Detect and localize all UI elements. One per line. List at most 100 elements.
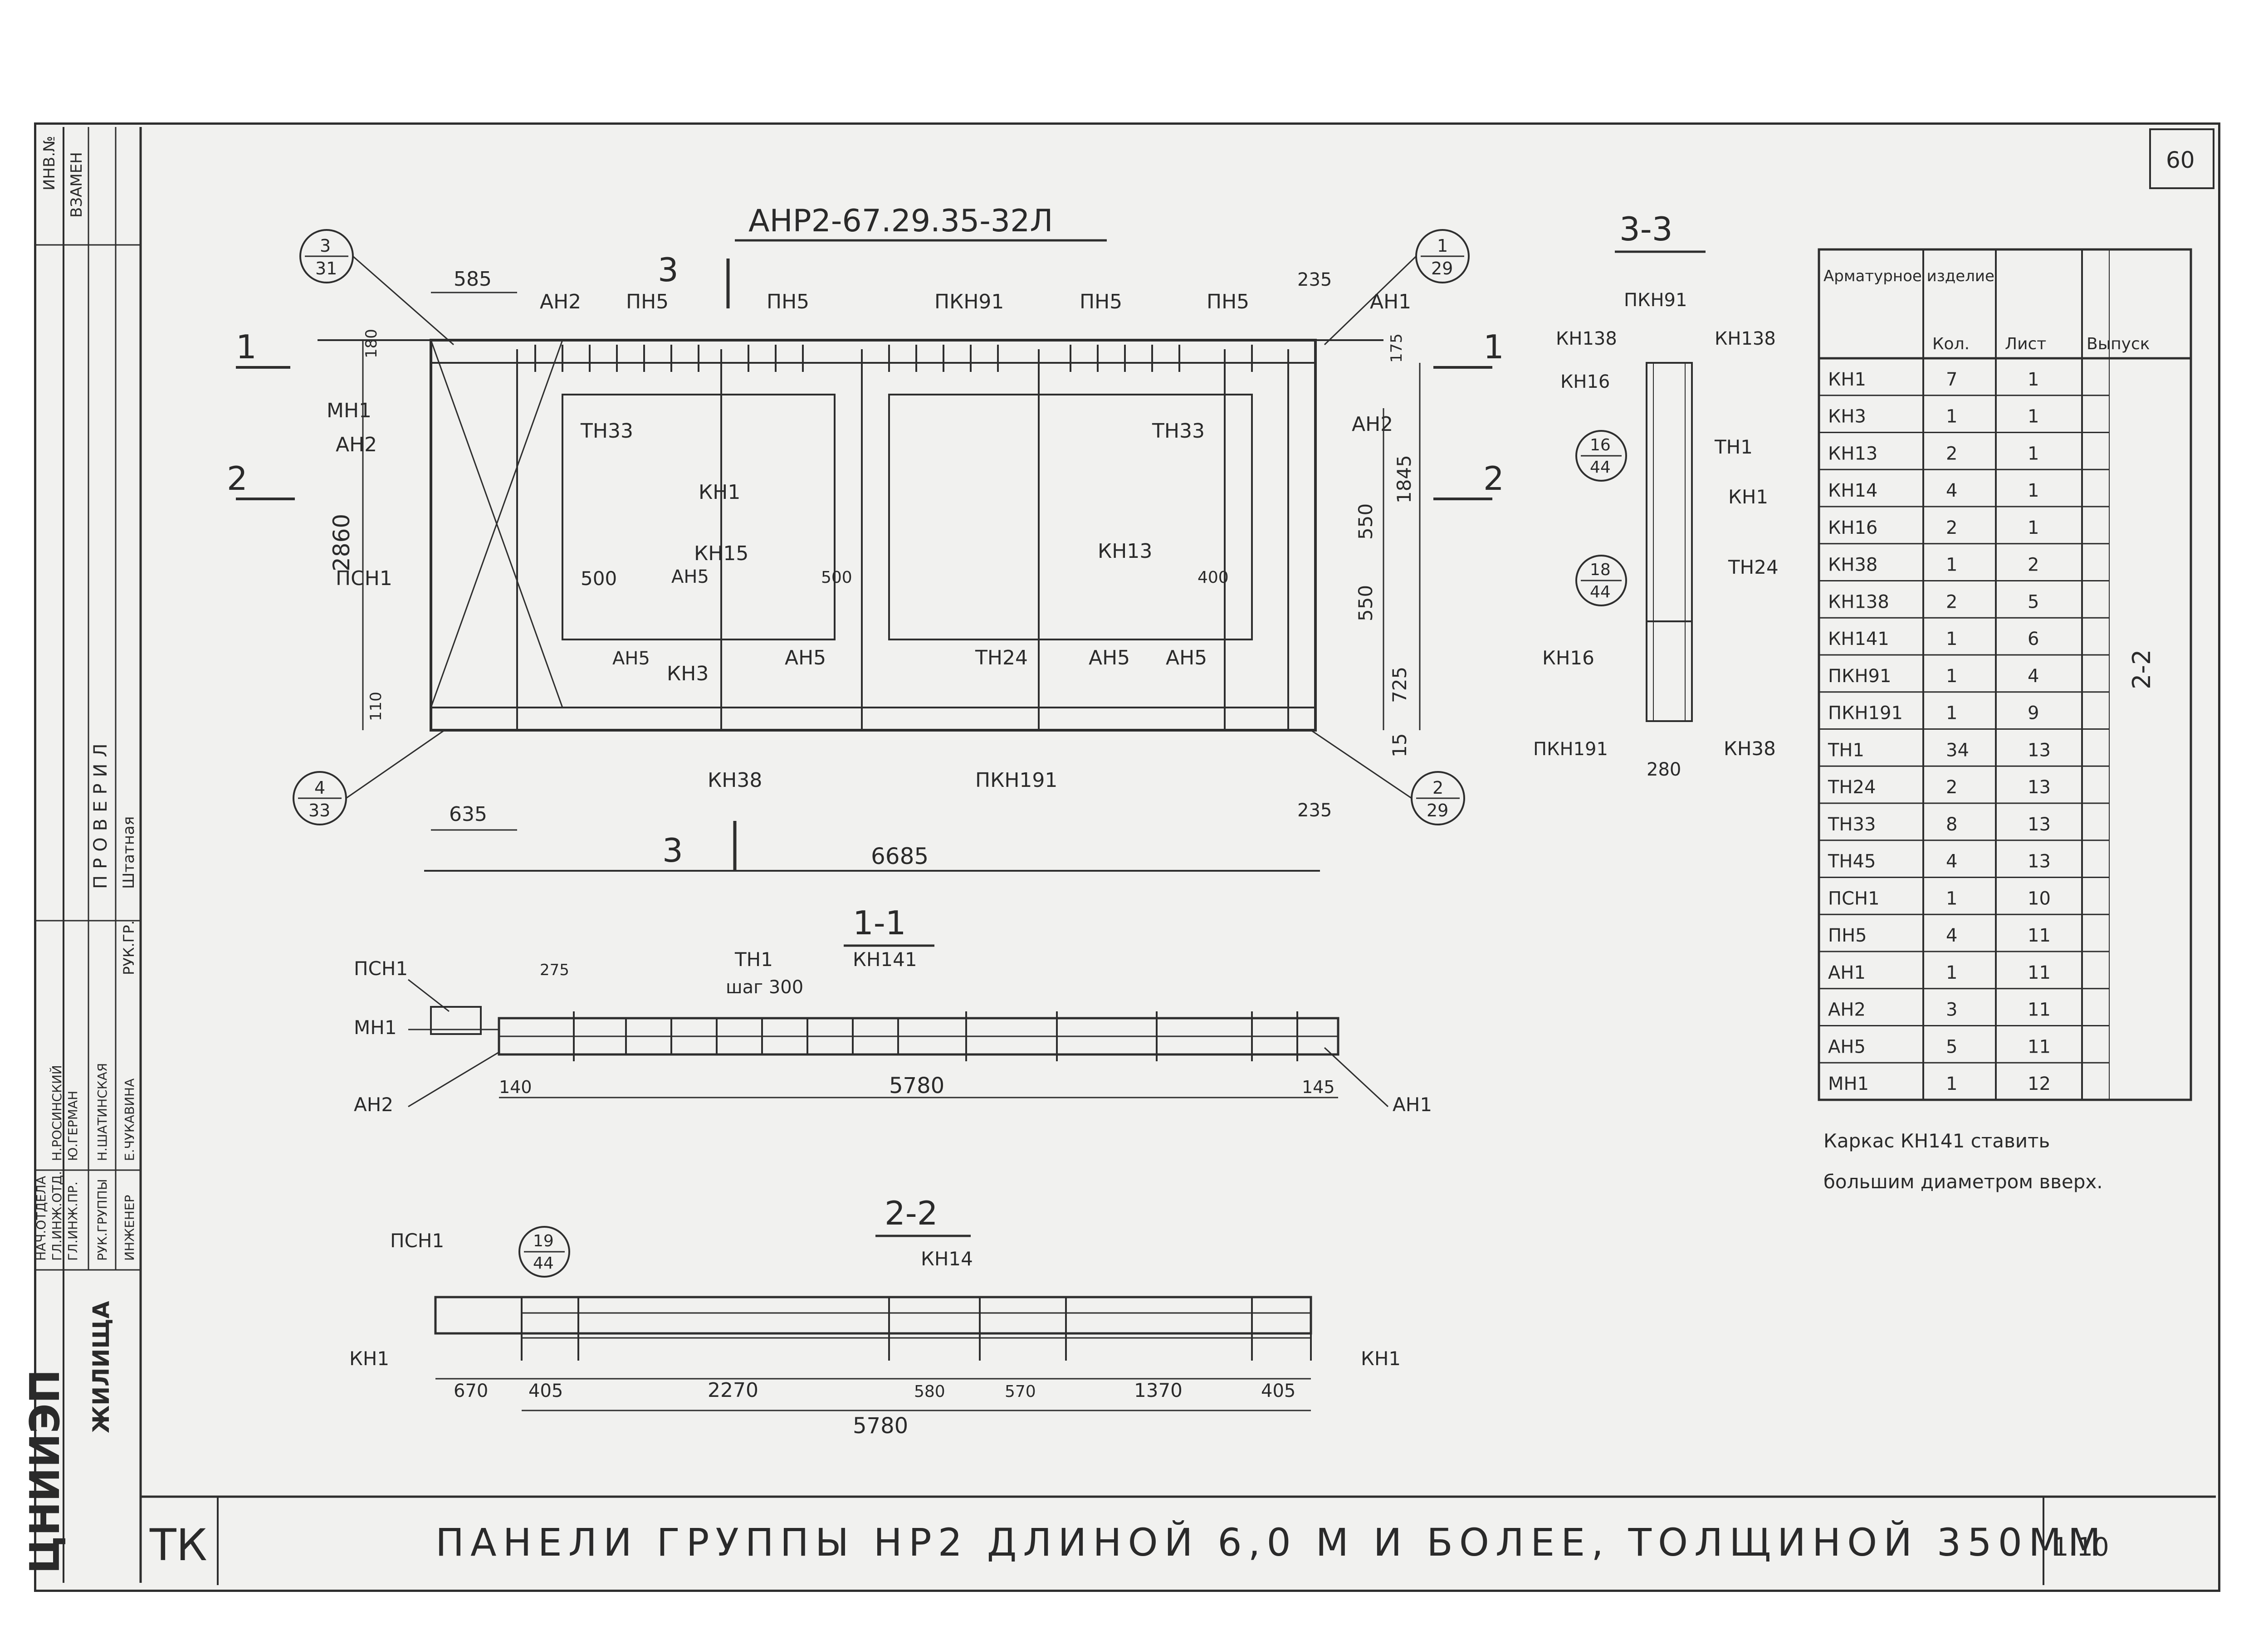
stamp-ruk-label: РУК.ГР. — [120, 920, 137, 975]
section-22-title: 2-2 — [885, 1194, 938, 1232]
stamp-role-2: ГЛ.ИНЖ.ОТД. — [49, 1171, 64, 1261]
drawing-sheet — [34, 122, 2220, 1592]
table-cell-qty: 34 — [1946, 740, 1969, 761]
table-cell-item: КН14 — [1828, 480, 1877, 501]
dim-235-top: 235 — [1297, 269, 1332, 290]
table-cell-item: ПСН1 — [1828, 888, 1880, 909]
table-cell-qty: 2 — [1946, 443, 1957, 464]
callout-3-31: 3 31 — [299, 229, 354, 283]
label-psn1: ПСН1 — [336, 567, 392, 590]
note-line-2: большим диаметром вверх. — [1823, 1171, 2103, 1193]
dim-550-bottom: 550 — [1354, 585, 1377, 621]
label-an1: АН1 — [1370, 290, 1411, 313]
callout-top: 3 — [320, 236, 331, 256]
label-kn38: КН38 — [708, 769, 762, 792]
dim-635: 635 — [449, 803, 487, 826]
table-cell-sheet: 11 — [2028, 1000, 2051, 1020]
table-cell-item: КН3 — [1828, 406, 1866, 427]
s22-dim-3: 2270 — [708, 1379, 758, 1402]
table-cell-sheet: 4 — [2028, 666, 2039, 687]
s22-psn1: ПСН1 — [390, 1230, 444, 1252]
table-cell-item: ТН24 — [1828, 777, 1876, 798]
label-pn5-4: ПН5 — [1207, 290, 1249, 313]
label-tn24: ТН24 — [975, 646, 1028, 669]
org-subtitle: ЖИЛИЩА — [88, 1301, 114, 1433]
s22-kn1-right: КН1 — [1361, 1347, 1401, 1370]
dim-110: 110 — [367, 692, 385, 721]
table-cell-qty: 1 — [1946, 666, 1957, 687]
s11-an2: АН2 — [354, 1093, 393, 1116]
table-header-item: Арматурное изделие — [1823, 267, 1994, 285]
stamp-name-2: Н.РОСИНСКИЙ — [49, 1065, 64, 1161]
table-cell-item: АН5 — [1828, 1036, 1866, 1057]
label-an5-2: АН5 — [785, 646, 826, 669]
s33-tn1: ТН1 — [1714, 436, 1753, 458]
s33-kn16-top: КН16 — [1560, 371, 1610, 392]
table-cell-qty: 1 — [1946, 962, 1957, 983]
dim-6685: 6685 — [871, 843, 929, 869]
s22-dim-2: 405 — [528, 1381, 563, 1401]
s33-pkn91: ПКН91 — [1624, 290, 1687, 311]
top-rebar-ticks — [534, 345, 1253, 372]
table-cell-sheet: 1 — [2028, 480, 2039, 501]
table-cell-qty: 4 — [1946, 480, 1957, 501]
table-cell-item: ПН5 — [1828, 925, 1867, 946]
table-cell-sheet: 11 — [2028, 925, 2051, 946]
s11-tn1: ТН1 — [734, 948, 773, 971]
table-cell-item: ПКН191 — [1828, 703, 1903, 724]
sheet-issue: 1.10 — [2053, 1532, 2109, 1562]
table-cell-sheet: 11 — [2028, 962, 2051, 983]
callout-19-44: 19 44 — [518, 1226, 570, 1278]
s22-dim-5: 570 — [1005, 1382, 1036, 1401]
s33-kn16-bottom: КН16 — [1542, 647, 1594, 669]
cut-2-right: 2 — [1483, 459, 1504, 498]
section-3-3: 3-3 ПКН91 КН138 КН138 КН16 ТН1 КН1 ТН24 … — [1533, 210, 1779, 780]
table-cell-item: КН16 — [1828, 517, 1877, 538]
specification-table: Арматурное изделие Кол. Лист Выпуск 2-2 … — [1818, 248, 2192, 1101]
note-line-1: Каркас КН141 ставить — [1823, 1130, 2050, 1152]
s11-dim-140: 140 — [499, 1077, 532, 1097]
s22-dim-6: 1370 — [1134, 1379, 1183, 1401]
sheet-number-box: 60 — [2149, 128, 2214, 189]
stamp-check-value: Штатная — [120, 816, 138, 889]
callout-16-44: 16 44 — [1575, 430, 1627, 482]
table-cell-qty: 4 — [1946, 925, 1957, 946]
table-cell-sheet: 1 — [2028, 369, 2039, 390]
table-cell-qty: 2 — [1946, 517, 1957, 538]
stamp-name-4: Н.ШАТИНСКАЯ — [95, 1063, 110, 1161]
note: Каркас КН141 ставить большим диаметром в… — [1823, 1130, 2103, 1193]
table-header-qty: Кол. — [1932, 335, 1970, 353]
table-cell-sheet: 13 — [2028, 814, 2051, 835]
callout-bottom: 44 — [533, 1254, 554, 1273]
dim-550-top: 550 — [1354, 503, 1377, 540]
dim-180: 180 — [362, 329, 381, 358]
table-cell-item: КН1 — [1828, 369, 1866, 390]
section-11-title: 1-1 — [853, 904, 906, 942]
table-cell-item: КН13 — [1828, 443, 1877, 464]
label-tn33-right: ТН33 — [1152, 420, 1205, 443]
callout-bottom: 31 — [315, 259, 337, 278]
s11-dim-145: 145 — [1302, 1077, 1335, 1097]
s33-kn138-right: КН138 — [1715, 328, 1776, 349]
s22-dim-4: 580 — [914, 1382, 945, 1401]
callout-bottom: 29 — [1427, 800, 1448, 820]
label-an5-1: АН5 — [612, 648, 650, 669]
table-cell-qty: 1 — [1946, 888, 1957, 909]
dim-2860: 2860 — [328, 514, 355, 571]
s33-kn1: КН1 — [1728, 486, 1768, 508]
table-cell-item: ТН1 — [1828, 740, 1864, 761]
table-cell-qty: 1 — [1946, 406, 1957, 427]
label-an5-4: АН5 — [1166, 646, 1207, 669]
callout-bottom: 33 — [308, 800, 330, 820]
table-cell-qty: 5 — [1946, 1036, 1957, 1057]
table-cell-sheet: 1 — [2028, 406, 2039, 427]
s11-mn1: МН1 — [354, 1016, 397, 1039]
cut-1-left: 1 — [236, 328, 257, 366]
table-cell-qty: 7 — [1946, 369, 1957, 390]
s22-dim-1: 670 — [454, 1381, 488, 1401]
org-logo: ЦНИИЭП — [21, 1369, 69, 1574]
s11-step: шаг 300 — [726, 977, 803, 998]
dim-725: 725 — [1388, 667, 1411, 703]
label-an5-3: АН5 — [1089, 646, 1130, 669]
